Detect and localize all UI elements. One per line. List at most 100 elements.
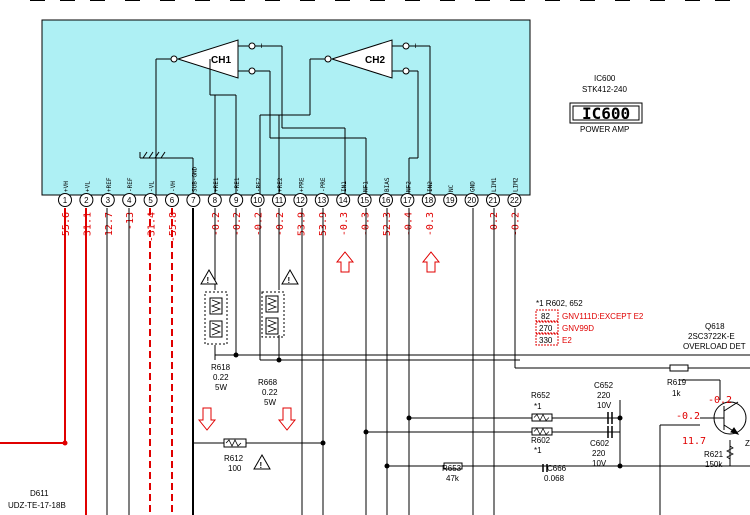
- c602-value: 220: [592, 449, 606, 458]
- ch1-label: CH1: [211, 55, 231, 66]
- pin-circle: [207, 193, 222, 207]
- pin-label: +VH: [63, 181, 70, 192]
- svg-text:!: !: [288, 276, 291, 285]
- q618-model: 2SC3722K-E: [688, 332, 735, 341]
- pin-voltage: -0.2: [232, 212, 243, 236]
- pin-label: SUB-GND: [191, 166, 198, 192]
- c602-voltage: 10V: [592, 459, 607, 468]
- pin-circle: [293, 193, 308, 207]
- pin-voltage: 12.7: [104, 212, 115, 236]
- r668-resistor: [261, 291, 285, 338]
- pin-circle: [143, 193, 158, 207]
- pin-number: 3: [106, 196, 111, 205]
- pin-circle: [379, 193, 393, 207]
- note-table: [535, 309, 559, 346]
- pin-circle: [272, 193, 286, 207]
- pin-label: NF2: [405, 181, 412, 192]
- ic-badge: IC600: [582, 104, 630, 123]
- pin-label: -VH: [170, 181, 177, 192]
- r618-value: 0.22: [213, 373, 229, 382]
- pin-label: NC: [448, 184, 455, 192]
- pin-voltage: -0.3: [425, 212, 436, 236]
- signal-arrow-icon: [197, 251, 441, 431]
- ch1-amplifier: [155, 39, 256, 195]
- r618-ref: R618: [211, 363, 231, 372]
- pin-voltage: -0.2: [211, 212, 222, 236]
- q618-ref: Q618: [705, 322, 725, 331]
- pin-circle: [336, 193, 351, 207]
- pin-number: 8: [213, 196, 218, 205]
- q618-emitter-voltage: 11.7: [682, 436, 706, 447]
- pin-circle: [486, 193, 500, 207]
- note-row-value: 270: [539, 324, 553, 333]
- pin-label: +VL: [84, 181, 91, 192]
- c666-value: 0.068: [544, 474, 565, 483]
- r652-ref: R652: [531, 391, 551, 400]
- pin-circle: [122, 193, 137, 207]
- r612-value: 100: [228, 464, 242, 473]
- pin-number: 20: [467, 196, 476, 205]
- pin-number: 7: [191, 196, 196, 205]
- note-row-desc: E2: [562, 336, 572, 345]
- pin-circle: [100, 193, 115, 207]
- pin-voltage: -13: [125, 212, 136, 230]
- pin-circle: [314, 193, 329, 207]
- pin-number: 11: [275, 196, 284, 205]
- r619-value: 1k: [672, 389, 681, 398]
- pin-number: 14: [339, 196, 348, 205]
- pin-label: +REF: [106, 177, 113, 192]
- note-row-value: 82: [541, 312, 550, 321]
- pin-number: 4: [127, 196, 132, 205]
- pin-number: 21: [489, 196, 498, 205]
- ic-pin: 10-RE2-0.2: [250, 177, 265, 236]
- r621-ref: R621: [704, 450, 724, 459]
- pin-voltage: -31.4: [147, 212, 158, 242]
- ic-pin: 4 -REF -13: [122, 177, 137, 230]
- ic-model-label: STK412-240: [582, 85, 627, 94]
- pin-number: 10: [253, 196, 262, 205]
- ch2-label: CH2: [365, 55, 385, 66]
- pin-number: 1: [63, 196, 68, 205]
- pin-label: +RE2: [277, 177, 284, 192]
- pin-number: 2: [84, 196, 89, 205]
- r668-ref: R668: [258, 378, 278, 387]
- pin-label: LIM2: [512, 177, 519, 192]
- warning-triangle-icon: !: [200, 268, 218, 285]
- pin-number: 6: [170, 196, 175, 205]
- warning-triangle-icon: !: [281, 268, 299, 285]
- r618-resistor: [204, 291, 228, 345]
- ground-icon: [139, 151, 176, 159]
- ic-pin: 1 +VH 55.6: [58, 181, 72, 236]
- ic-part-label: IC600: [594, 74, 616, 83]
- pin-label: +PRE: [298, 177, 305, 192]
- pin-label: -REF: [127, 177, 134, 192]
- pin-voltage: -0.2: [510, 212, 521, 236]
- r652-resistor: [531, 413, 553, 422]
- ic-pin: 8+RE1-0.2: [207, 177, 222, 236]
- ic-pin: 11+RE2-0.2: [272, 177, 286, 236]
- c652-ref: C652: [594, 381, 614, 390]
- pin-label: NF1: [363, 181, 370, 192]
- pin-circle: [58, 193, 72, 207]
- pin-circle: [250, 193, 265, 207]
- ic-pin: 6-VH-55.8: [165, 181, 179, 242]
- r668-value: 0.22: [262, 388, 278, 397]
- pin-circle: [400, 193, 415, 207]
- q618-function: OVERLOAD DET: [683, 342, 746, 351]
- r602-ref: R602: [531, 436, 551, 445]
- pin-voltage: 55.6: [61, 212, 72, 236]
- pin-circle: [79, 193, 94, 207]
- q618-z-label: Z: [745, 439, 750, 448]
- r619-ref: R619: [667, 378, 687, 387]
- d611-model: UDZ-TE-17-18B: [8, 501, 66, 510]
- pin-number: 5: [148, 196, 153, 205]
- pin-number: 17: [403, 196, 412, 205]
- pin-circle: [165, 193, 179, 207]
- pin-circle: [229, 193, 244, 207]
